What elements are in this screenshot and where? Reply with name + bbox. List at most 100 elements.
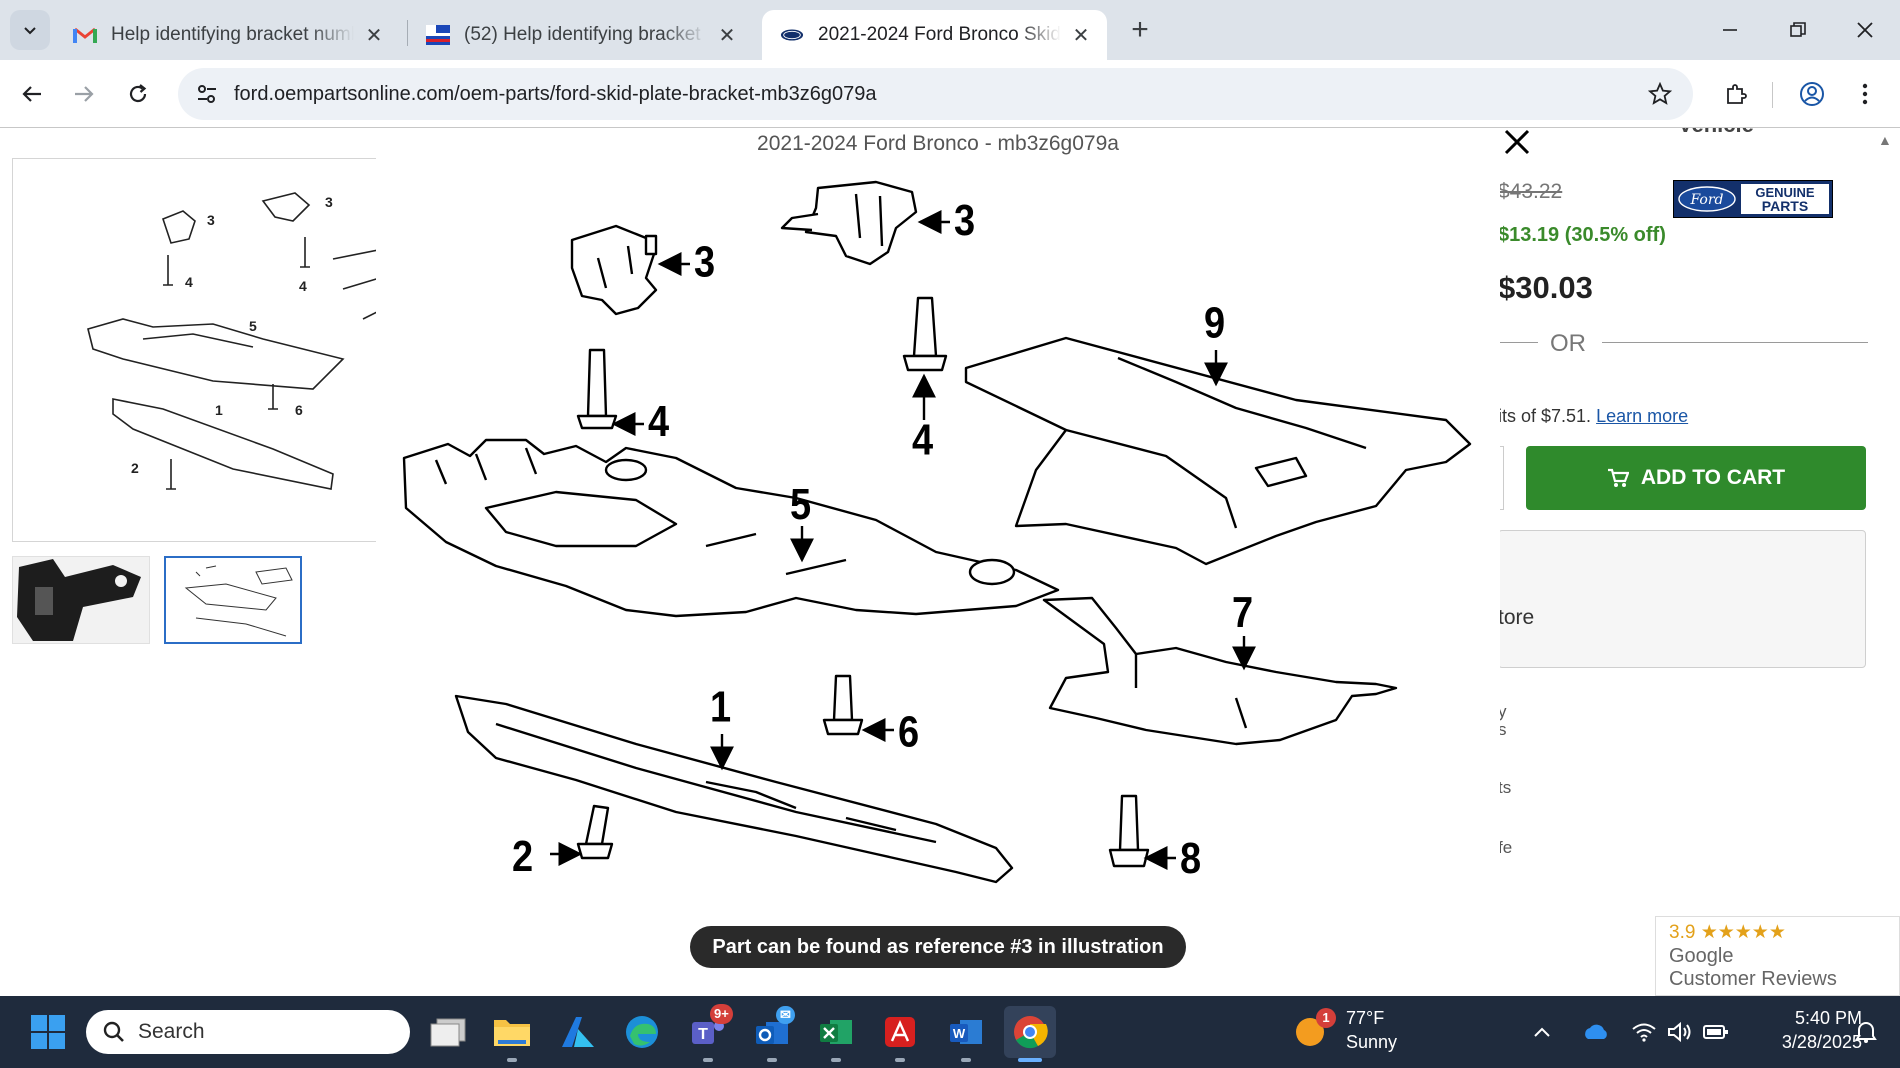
add-to-cart-label: ADD TO CART [1640, 466, 1786, 489]
back-button[interactable] [12, 74, 52, 114]
excel-icon [820, 1020, 852, 1044]
windows-logo-icon [31, 1015, 65, 1049]
running-indicator [703, 1058, 713, 1062]
task-view-icon [430, 1018, 466, 1047]
excel-button[interactable] [810, 1006, 862, 1058]
tab-ford-bronco[interactable]: 2021-2024 Ford Bronco Skid Pla ✕ [762, 10, 1107, 60]
running-indicator [767, 1058, 777, 1062]
lightbox-close-button[interactable] [1497, 128, 1537, 162]
acrobat-button[interactable] [874, 1006, 926, 1058]
wifi-icon [1632, 1023, 1656, 1042]
task-view-button[interactable] [422, 1006, 474, 1058]
extensions-button[interactable] [1716, 74, 1756, 114]
part-1-skid-plate-front [454, 694, 1014, 884]
store-pickup-box[interactable] [1498, 530, 1866, 668]
clock-date[interactable]: 3/28/2025 [1781, 1032, 1862, 1052]
taskbar-search[interactable]: Search [86, 1010, 410, 1054]
callout-number: 6 [898, 707, 919, 756]
chrome-button[interactable] [1004, 1006, 1056, 1058]
start-button[interactable] [22, 1006, 74, 1058]
address-bar[interactable]: ford.oempartsonline.com/oem-parts/ford-s… [178, 68, 1693, 120]
new-tab-button[interactable]: + [1131, 13, 1149, 46]
tab-search-button[interactable] [10, 10, 50, 50]
logo-genuine: GENUINE [1755, 185, 1815, 200]
google-reviews-badge[interactable]: 3.9 ★★★★★ Google Customer Reviews [1655, 916, 1900, 996]
lightbox-title: 2021-2024 Ford Bronco - mb3z6g079a [757, 132, 1119, 155]
image-lightbox: 2021-2024 Ford Bronco - mb3z6g079a [376, 128, 1500, 996]
edge-button[interactable] [616, 1006, 668, 1058]
active-indicator [1018, 1058, 1042, 1062]
kebab-menu-icon [1862, 83, 1868, 105]
close-icon[interactable]: ✕ [1072, 24, 1090, 47]
quantity-box[interactable] [1498, 446, 1504, 510]
arrow-left-icon [22, 86, 41, 102]
close-icon[interactable]: ✕ [365, 24, 383, 47]
savings-text: $13.19 (30.5% off) [1498, 224, 1666, 246]
forward-button[interactable] [64, 74, 104, 114]
outlook-button[interactable]: ✉ [746, 1006, 798, 1058]
weather-badge: 1 [1316, 1008, 1336, 1028]
bracket-photo [13, 557, 149, 643]
star-rating-icon: ★★★★★ [1700, 922, 1786, 943]
callout-number: 7 [1232, 588, 1253, 637]
installments-text: its of $7.51. Learn more [1498, 406, 1688, 427]
tab-gmail[interactable]: Help identifying bracket numbe ✕ [55, 10, 400, 60]
gmail-icon [73, 23, 97, 47]
running-indicator [895, 1058, 905, 1062]
app-a-button[interactable] [552, 1006, 604, 1058]
ford-genuine-parts-logo: Ford GENUINE PARTS [1673, 180, 1833, 218]
part-2-bolt [576, 804, 614, 860]
profile-button[interactable] [1792, 74, 1832, 114]
notification-bell-icon [1855, 1022, 1877, 1043]
teams-notification-badge: 9+ [710, 1004, 733, 1024]
callout-number: 5 [790, 480, 811, 529]
parts-diagram-thumbnail: 3 3 4 4 5 1 6 2 [87, 192, 381, 490]
wifi-button[interactable] [1626, 1006, 1662, 1058]
outlook-notification-badge: ✉ [776, 1006, 795, 1024]
teams-button[interactable]: T 9+ [682, 1004, 734, 1058]
callout-number: 3 [954, 195, 975, 244]
notifications-button[interactable] [1848, 1006, 1884, 1058]
sun-icon [1296, 1018, 1324, 1046]
word-button[interactable]: W [940, 1006, 992, 1058]
vehicle-label: Vehicle [1678, 128, 1754, 138]
thumb-callout: 4 [185, 274, 193, 290]
word-icon: W [950, 1020, 982, 1044]
weather-widget[interactable]: 1 [1290, 1006, 1336, 1058]
tab-forum[interactable]: (52) Help identifying bracket nu ✕ [408, 10, 753, 60]
url-text[interactable]: ford.oempartsonline.com/oem-parts/ford-s… [234, 82, 877, 105]
onedrive-button[interactable] [1578, 1006, 1614, 1058]
close-window-button[interactable] [1835, 8, 1895, 52]
bookmark-star-button[interactable] [1640, 74, 1680, 114]
volume-button[interactable] [1662, 1006, 1698, 1058]
show-hidden-icons-button[interactable] [1524, 1006, 1560, 1058]
lightbox-caption: Part can be found as reference #3 in ill… [690, 926, 1186, 968]
restore-button[interactable] [1768, 8, 1828, 52]
close-icon[interactable]: ✕ [718, 24, 736, 47]
minimize-button[interactable] [1700, 8, 1760, 52]
add-to-cart-button[interactable]: ADD TO CART [1526, 446, 1866, 510]
tab-strip: Help identifying bracket numbe ✕ (52) He… [0, 0, 1900, 60]
learn-more-link[interactable]: Learn more [1596, 406, 1689, 426]
gallery-main-image[interactable]: 3 3 4 4 5 1 6 2 [12, 158, 382, 542]
gallery-thumbnail-photo[interactable] [12, 556, 150, 644]
folder-icon [494, 1020, 530, 1046]
weather-temperature: 77°F [1346, 1008, 1385, 1028]
reload-button[interactable] [118, 74, 158, 114]
part-9-skid-plate [964, 336, 1472, 566]
puzzle-icon [1727, 84, 1747, 104]
menu-button[interactable] [1845, 74, 1885, 114]
scroll-up-arrow[interactable]: ▲ [1878, 132, 1892, 148]
tab-title: Help identifying bracket numbe [111, 24, 354, 45]
battery-button[interactable] [1698, 1006, 1734, 1058]
acrobat-icon [885, 1017, 915, 1047]
or-line-left [1498, 342, 1538, 343]
clock-time[interactable]: 5:40 PM [1794, 1008, 1862, 1028]
file-explorer-button[interactable] [486, 1006, 538, 1058]
site-settings-icon[interactable] [196, 83, 218, 105]
cloud-icon [1585, 1024, 1607, 1039]
search-placeholder: Search [138, 1020, 205, 1043]
callout-number: 3 [694, 237, 715, 286]
gallery-thumbnail-diagram[interactable] [164, 556, 302, 644]
thumb-callout: 6 [295, 402, 303, 418]
